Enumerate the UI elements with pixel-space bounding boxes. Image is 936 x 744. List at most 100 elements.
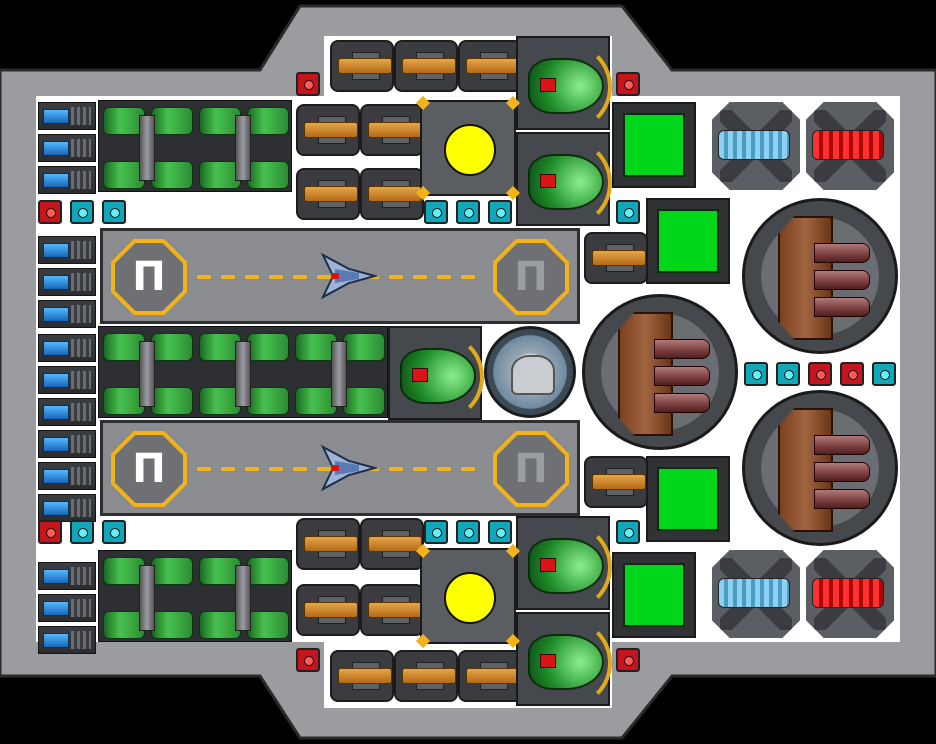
armor-block-red[interactable] <box>616 648 640 672</box>
battery-module[interactable] <box>38 334 96 362</box>
cannon-module[interactable] <box>394 40 458 92</box>
battery-coil-icon <box>71 273 91 291</box>
heavy-turret-module[interactable] <box>582 294 738 450</box>
dome-turret-icon <box>511 355 555 395</box>
battery-module[interactable] <box>38 166 96 194</box>
cannon-module[interactable] <box>360 168 424 220</box>
battery-module[interactable] <box>38 366 96 394</box>
armor-block-red[interactable] <box>38 520 62 544</box>
shield-screen-module[interactable] <box>612 102 696 188</box>
heavy-turret-module[interactable] <box>742 198 898 354</box>
armor-block-cyan[interactable] <box>488 520 512 544</box>
cannon-module[interactable] <box>360 104 424 156</box>
armor-block-cyan[interactable] <box>102 200 126 224</box>
battery-module[interactable] <box>38 562 96 590</box>
heavy-turret-module[interactable] <box>742 390 898 546</box>
armor-block-red[interactable] <box>808 362 832 386</box>
thruster-module[interactable] <box>516 132 612 228</box>
armor-block-cyan[interactable] <box>456 520 480 544</box>
thruster-module[interactable] <box>516 36 612 132</box>
armor-block-cyan[interactable] <box>70 200 94 224</box>
shield-screen-module[interactable] <box>646 198 730 284</box>
cannon-module[interactable] <box>296 518 360 570</box>
cannon-barrel-icon <box>368 536 422 552</box>
battery-module[interactable] <box>38 134 96 162</box>
battery-coil-icon <box>71 305 91 323</box>
battery-module[interactable] <box>38 102 96 130</box>
cannon-barrel-icon <box>402 668 456 684</box>
battery-module[interactable] <box>38 236 96 264</box>
battery-module[interactable] <box>38 300 96 328</box>
laser-turret-module[interactable] <box>806 102 894 190</box>
battery-module[interactable] <box>38 494 96 522</box>
thruster-module[interactable] <box>516 516 612 612</box>
laser-turret-icon <box>812 130 884 160</box>
thruster-module[interactable] <box>516 612 612 708</box>
battery-module[interactable] <box>38 594 96 622</box>
cannon-module[interactable] <box>296 104 360 156</box>
cannon-module[interactable] <box>296 168 360 220</box>
armor-block-cyan[interactable] <box>102 520 126 544</box>
fighter-jet-icon <box>320 252 379 300</box>
battery-coil-icon <box>71 139 91 157</box>
battery-coil-icon <box>71 241 91 259</box>
cannon-barrel-icon <box>338 668 392 684</box>
armor-block-cyan[interactable] <box>488 200 512 224</box>
laser-turret-module[interactable] <box>806 550 894 638</box>
cannon-barrel-icon <box>338 58 392 74</box>
ion-turret-module[interactable] <box>712 550 800 638</box>
armor-block-red[interactable] <box>296 72 320 96</box>
cannon-module[interactable] <box>360 518 424 570</box>
armor-block-cyan[interactable] <box>424 520 448 544</box>
armor-block-cyan[interactable] <box>744 362 768 386</box>
screen-panel-icon <box>623 113 685 177</box>
cannon-module[interactable] <box>360 584 424 636</box>
cannon-module[interactable] <box>584 232 648 284</box>
cannon-module[interactable] <box>584 456 648 508</box>
battery-cell-icon <box>43 469 69 484</box>
battery-module[interactable] <box>38 430 96 458</box>
armor-block-cyan[interactable] <box>456 200 480 224</box>
armor-block-cyan[interactable] <box>776 362 800 386</box>
armor-block-red[interactable] <box>616 72 640 96</box>
laser-turret-icon <box>812 578 884 608</box>
armor-block-cyan[interactable] <box>70 520 94 544</box>
battery-cell-icon <box>43 437 69 452</box>
cannon-module[interactable] <box>330 40 394 92</box>
cannon-barrel-icon <box>368 186 422 202</box>
battery-coil-icon <box>71 435 91 453</box>
cannon-module[interactable] <box>458 40 522 92</box>
armor-block-red[interactable] <box>296 648 320 672</box>
battery-cell-icon <box>43 243 69 258</box>
battery-module[interactable] <box>38 462 96 490</box>
power-cell-module[interactable] <box>98 100 292 192</box>
armor-block-cyan[interactable] <box>616 200 640 224</box>
ion-turret-module[interactable] <box>712 102 800 190</box>
shield-screen-module[interactable] <box>612 552 696 638</box>
armor-block-cyan[interactable] <box>616 520 640 544</box>
power-cell-module[interactable] <box>98 326 388 418</box>
landing-pad-glyph: Π <box>497 435 565 503</box>
armor-block-red[interactable] <box>840 362 864 386</box>
armor-block-cyan[interactable] <box>872 362 896 386</box>
thruster-module[interactable] <box>388 326 484 422</box>
battery-module[interactable] <box>38 626 96 654</box>
armor-block-red[interactable] <box>38 200 62 224</box>
cannon-module[interactable] <box>296 584 360 636</box>
battery-cell-icon <box>43 109 69 124</box>
dome-turret-module[interactable] <box>484 326 576 418</box>
battery-module[interactable] <box>38 268 96 296</box>
reactor-module[interactable] <box>415 543 521 649</box>
battery-cell-icon <box>43 633 69 648</box>
battery-module[interactable] <box>38 398 96 426</box>
cannon-module[interactable] <box>458 650 522 702</box>
power-cell-module[interactable] <box>98 550 292 642</box>
cannon-module[interactable] <box>394 650 458 702</box>
battery-coil-icon <box>71 567 91 585</box>
shield-screen-module[interactable] <box>646 456 730 542</box>
reactor-module[interactable] <box>415 95 521 201</box>
armor-block-cyan[interactable] <box>424 200 448 224</box>
cannon-module[interactable] <box>330 650 394 702</box>
